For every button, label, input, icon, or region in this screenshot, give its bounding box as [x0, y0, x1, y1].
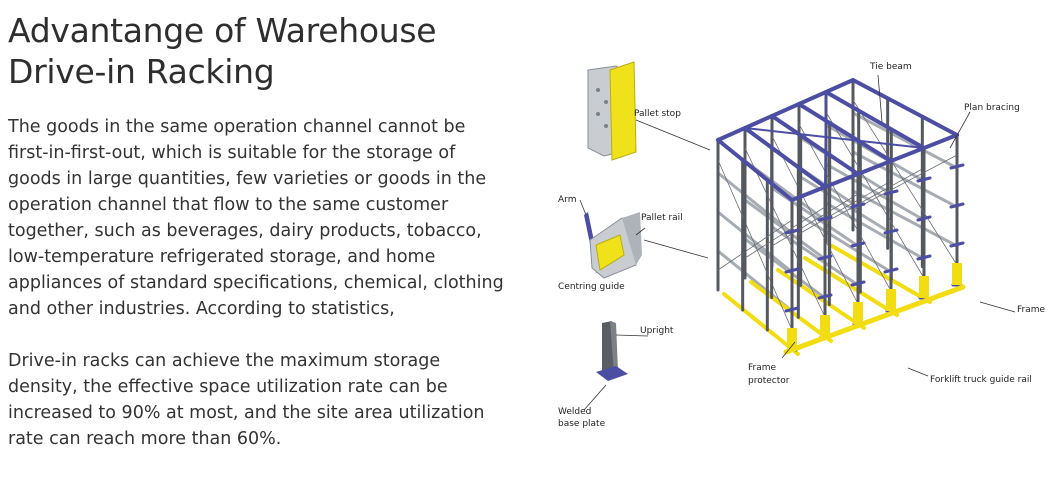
rack-structure — [716, 78, 966, 356]
rail-arm — [784, 267, 800, 274]
frame-bracing — [798, 180, 892, 235]
tie-beam — [851, 78, 959, 137]
paragraph-2-line: rate can reach more than 60%. — [8, 429, 282, 449]
rail-arm — [883, 228, 899, 235]
label-centring-guide: Centring guide — [558, 282, 625, 292]
pallet-rail — [851, 150, 959, 209]
tie-beam — [716, 138, 794, 202]
forklift-guide-rail — [803, 256, 899, 317]
frame-bracing — [717, 219, 793, 271]
frame-bracing — [852, 154, 958, 211]
paragraph-1-line: low-temperature refrigerated storage, an… — [8, 247, 436, 267]
paragraph-1-line: appliances of standard specifications, c… — [8, 273, 504, 293]
rail-arm — [850, 202, 866, 209]
label-arm: Arm — [558, 195, 576, 205]
frame-protector — [787, 328, 797, 350]
rail-arm — [883, 267, 899, 274]
label-pallet-stop: Pallet stop — [634, 109, 681, 119]
paragraph-1-line: goods in large quantities, few varieties… — [8, 169, 487, 189]
tie-beam — [770, 114, 860, 176]
rail-arm — [949, 202, 965, 209]
pallet-rail — [824, 162, 926, 222]
label-frame: Frame — [1017, 305, 1046, 315]
text-column: Advantange of Warehouse Drive-in Racking… — [8, 10, 528, 452]
pallet-rail-component — [584, 212, 642, 279]
title-line-2: Drive-in Racking — [8, 52, 275, 91]
rail-arm — [784, 306, 800, 313]
rail-arm — [850, 280, 866, 287]
upright-component — [596, 321, 628, 381]
label-tie-beam: Tie beam — [869, 62, 912, 72]
pallet-rail — [716, 210, 794, 274]
paragraph-1-line: operation channel that flow to the same … — [8, 195, 449, 215]
pallet-rail — [743, 237, 827, 300]
plan-bracing — [824, 91, 827, 188]
label-pallet-rail: Pallet rail — [641, 213, 683, 223]
paragraph-2-line: density, the effective space utilization… — [8, 377, 448, 397]
rail-arm — [784, 228, 800, 235]
tie-beam — [743, 126, 827, 189]
rail-arm — [850, 241, 866, 248]
frame-protector — [952, 263, 962, 285]
title-line-1: Advantange of Warehouse — [8, 11, 437, 50]
label-upright: Upright — [640, 326, 674, 336]
rail-arm — [949, 241, 965, 248]
frame-protector — [919, 276, 929, 298]
tie-beam — [824, 90, 926, 150]
rail-arm — [817, 293, 833, 300]
paragraph-2-line: increased to 90% at most, and the site a… — [8, 403, 485, 423]
tie-beam — [797, 102, 893, 163]
rail-arm — [817, 254, 833, 261]
frame-protector — [820, 315, 830, 337]
leader-lines — [579, 74, 1016, 411]
paragraph-1: The goods in the same operation channel … — [8, 114, 528, 322]
paragraph-1-line: first-in-first-out, which is suitable fo… — [8, 143, 456, 163]
rail-arm — [949, 163, 965, 170]
frame-protector — [886, 289, 896, 311]
pallet-stop-component — [587, 61, 637, 161]
rail-arm — [817, 215, 833, 222]
rail-arm — [883, 189, 899, 196]
frame-bracing — [771, 193, 859, 247]
paragraph-1-line: The goods in the same operation channel … — [8, 117, 466, 137]
paragraph-1-line: and other industries. According to stati… — [8, 299, 395, 319]
pallet-rail — [851, 111, 959, 170]
tie-beam — [790, 133, 959, 202]
label-frame-protector-1: Frame — [748, 363, 777, 373]
rail-arm — [916, 215, 932, 222]
rail-arm — [916, 254, 932, 261]
forklift-guide-rail — [830, 244, 932, 304]
pallet-rail — [797, 174, 893, 235]
paragraph-2: Drive-in racks can achieve the maximum s… — [8, 348, 528, 452]
paragraph-2-line: Drive-in racks can achieve the maximum s… — [8, 351, 441, 371]
label-welded-base-plate-1: Welded — [558, 407, 591, 417]
frame-protector — [853, 302, 863, 324]
page-title: Advantange of Warehouse Drive-in Racking — [8, 10, 528, 92]
forklift-guide-rail — [722, 292, 800, 356]
pallet-rail — [743, 198, 827, 261]
rail-arm — [916, 176, 932, 183]
drive-in-racking-diagram: Tie beam Plan bracing Pallet stop Arm Pa… — [558, 61, 1046, 429]
plan-bracing — [744, 127, 925, 149]
tie-beam — [716, 78, 855, 142]
frame-bracing — [825, 167, 925, 223]
label-forklift-guide-rail: Forklift truck guide rail — [930, 375, 1032, 385]
diagram-labels: Tie beam Plan bracing Pallet stop Arm Pa… — [558, 62, 1046, 429]
label-frame-protector-2: protector — [748, 376, 790, 386]
label-welded-base-plate-2: base plate — [558, 419, 606, 429]
label-plan-bracing: Plan bracing — [964, 103, 1020, 113]
pallet-rail — [716, 171, 794, 235]
forklift-guide-rail — [783, 284, 966, 355]
paragraph-1-line: together, such as beverages, dairy produ… — [8, 221, 482, 241]
